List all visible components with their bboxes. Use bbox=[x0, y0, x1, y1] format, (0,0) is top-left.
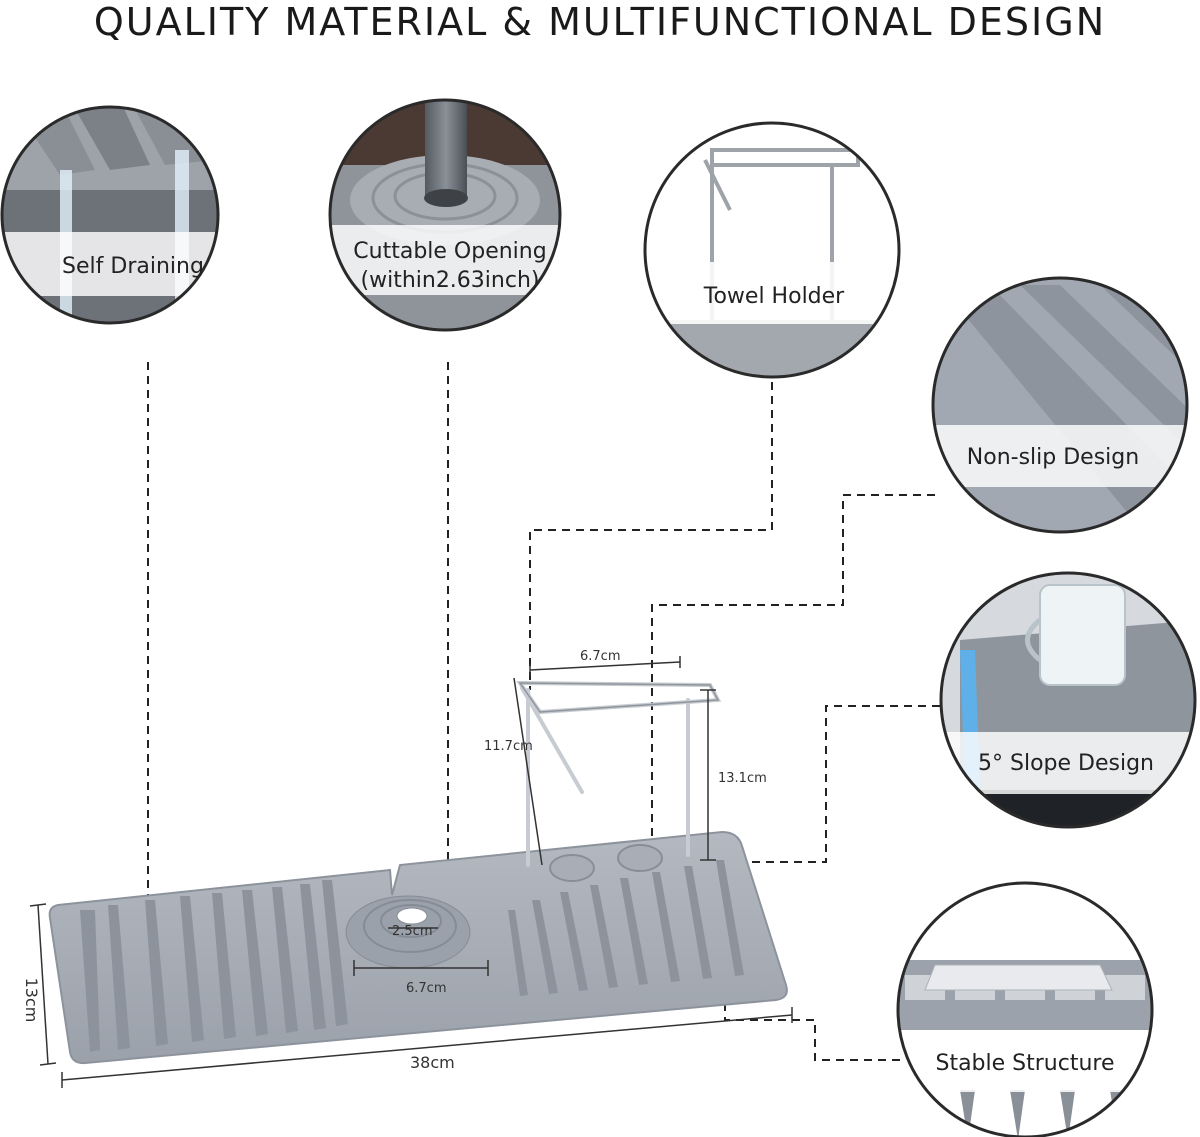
drip-tray bbox=[48, 680, 788, 1065]
feature-circle-non-slip: Non-slip Design bbox=[931, 276, 1189, 534]
feature-circle-stable: Stable Structure bbox=[896, 881, 1154, 1137]
feature-circle-slope: 5° Slope Design bbox=[939, 571, 1197, 829]
dim-base-width: 6.7cm bbox=[406, 981, 447, 996]
dim-mat-depth: 13cm bbox=[22, 978, 41, 1023]
dim-holder-arm: 11.7cm bbox=[484, 739, 533, 754]
label-cuttable-opening-size: (within2.63inch) bbox=[361, 268, 540, 293]
label-slope: 5° Slope Design bbox=[978, 751, 1154, 776]
leader-lines bbox=[147, 362, 940, 1061]
dim-opening-diameter: 2.5cm bbox=[392, 924, 433, 939]
dim-mat-length: 38cm bbox=[410, 1053, 455, 1072]
label-non-slip: Non-slip Design bbox=[967, 445, 1139, 470]
feature-circle-cuttable-opening: Cuttable Opening (within2.63inch) bbox=[328, 98, 562, 332]
dim-holder-height: 13.1cm bbox=[718, 771, 767, 786]
dimension-lines bbox=[29, 656, 793, 1088]
feature-circle-towel-holder: Towel Holder bbox=[643, 121, 901, 379]
label-towel-holder: Towel Holder bbox=[703, 284, 845, 309]
label-self-draining: Self Draining bbox=[62, 254, 204, 279]
dim-holder-width: 6.7cm bbox=[580, 649, 621, 664]
label-stable: Stable Structure bbox=[935, 1051, 1114, 1076]
label-cuttable-opening: Cuttable Opening bbox=[353, 239, 546, 264]
page-title: QUALITY MATERIAL & MULTIFUNCTIONAL DESIG… bbox=[93, 0, 1107, 44]
feature-circle-self-draining: Self Draining bbox=[0, 105, 220, 325]
